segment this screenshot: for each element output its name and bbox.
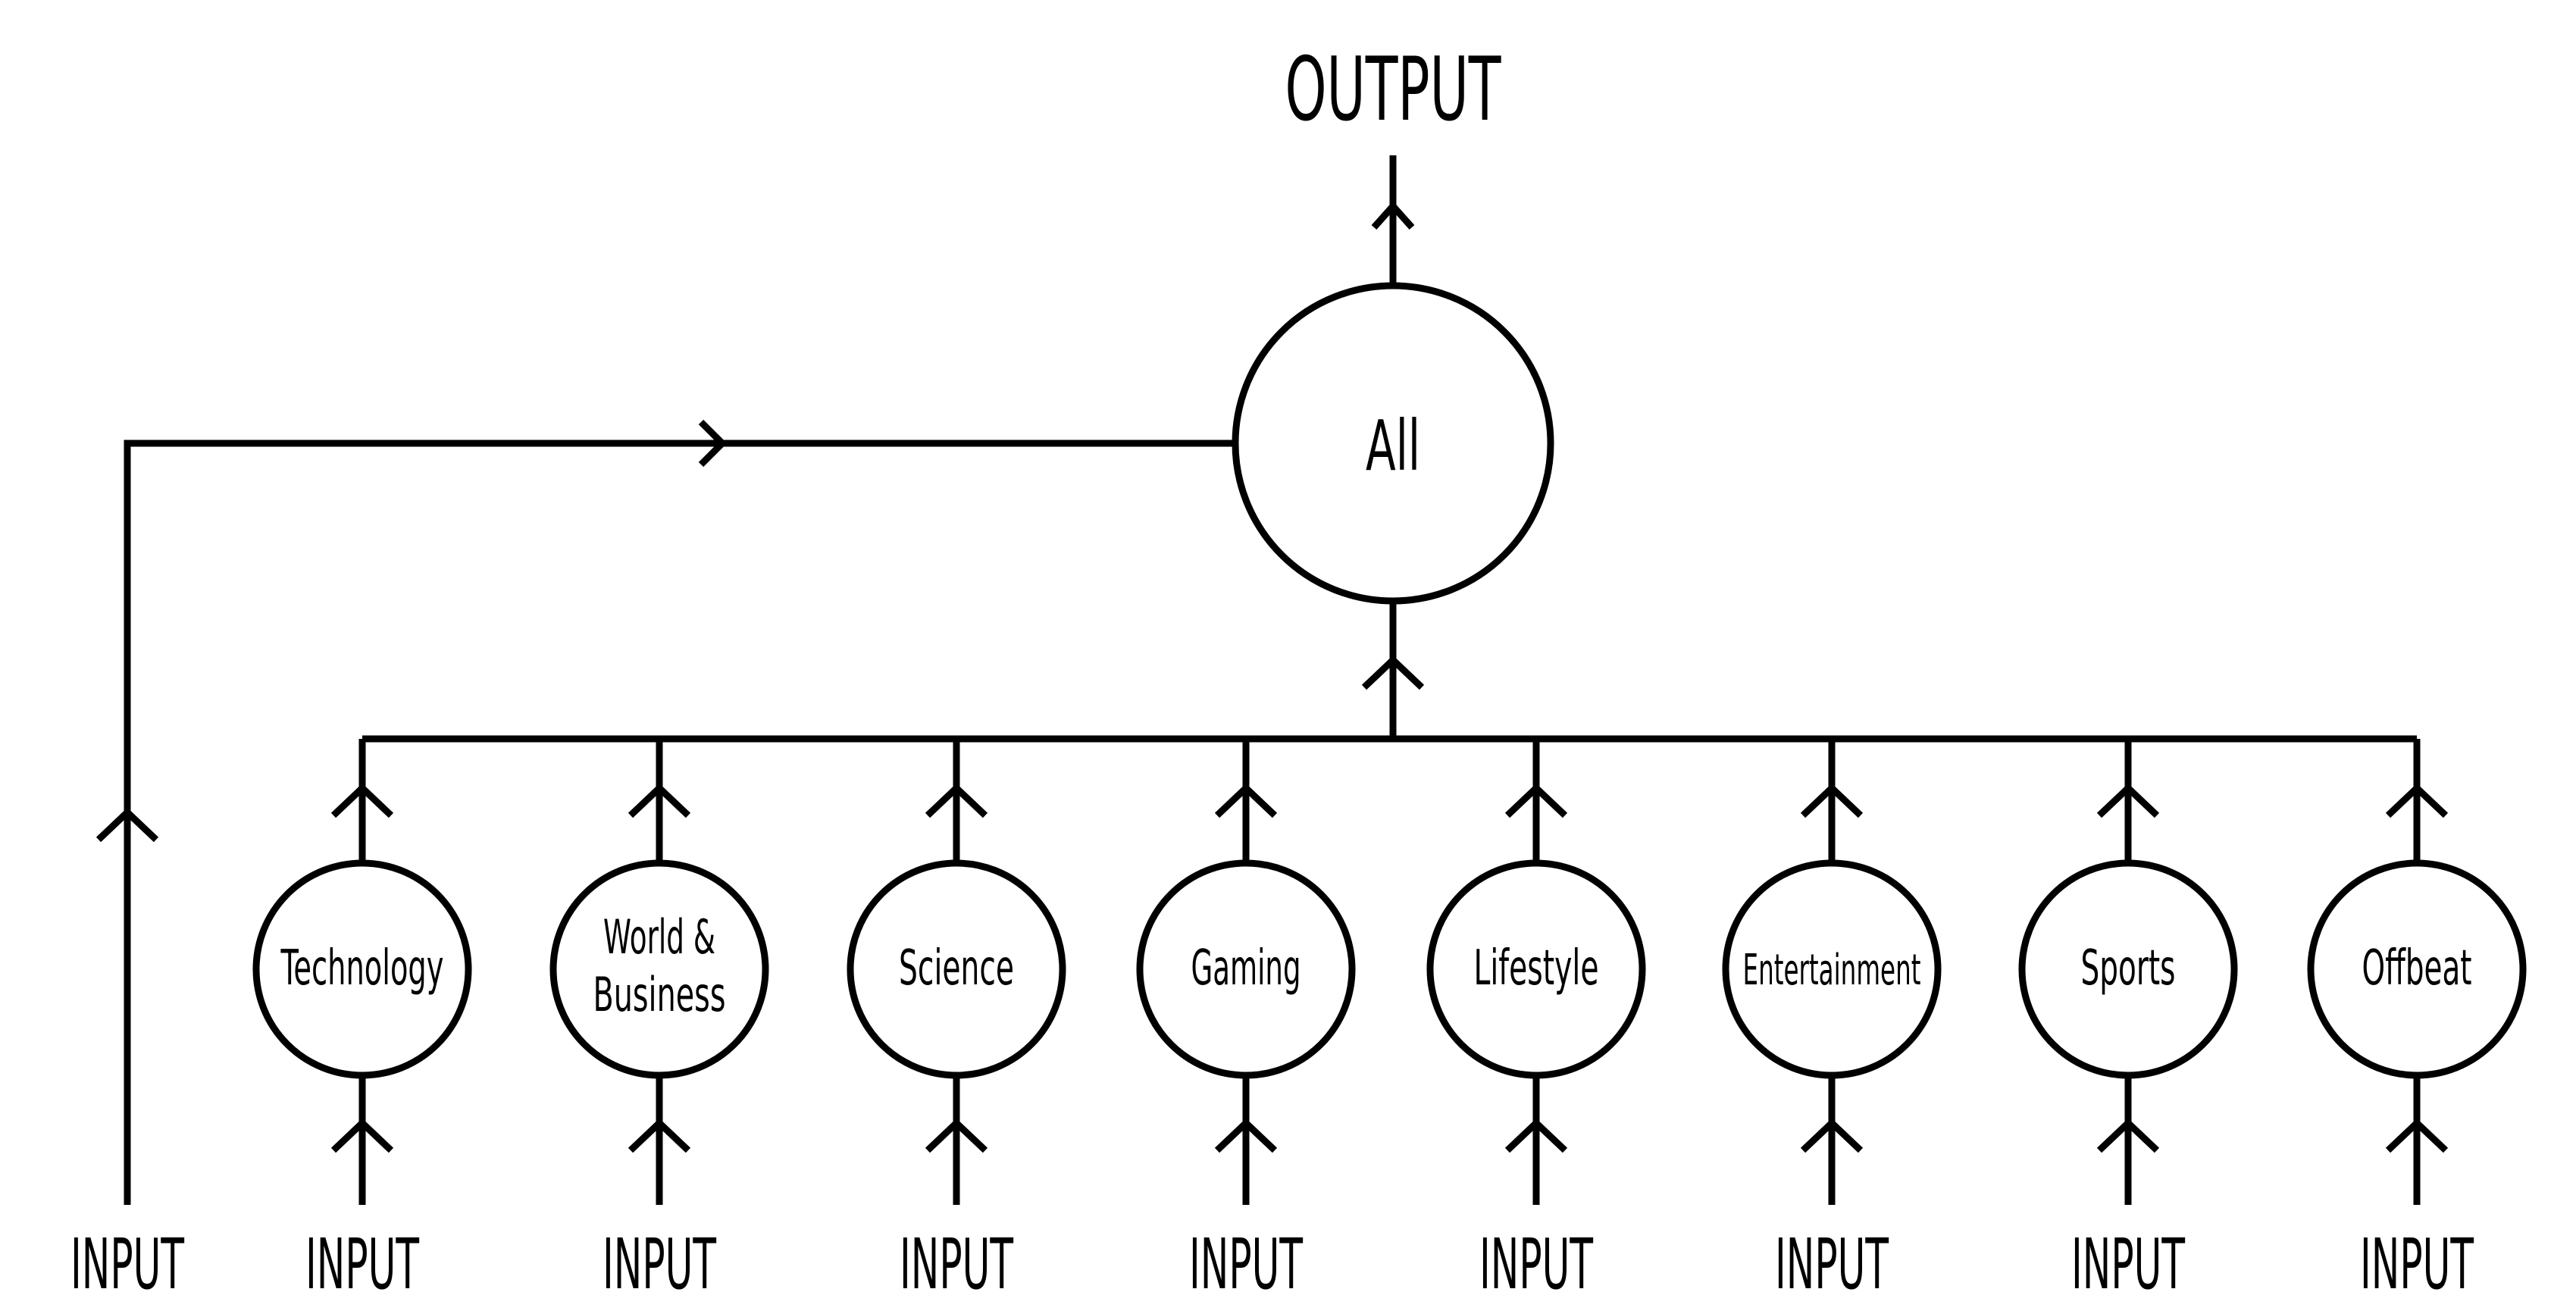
category-up-arrow-icon [2096, 783, 2160, 818]
category-node-label: Science [899, 940, 1014, 996]
category-node-technology [252, 859, 472, 1079]
output-label: OUTPUT [1285, 39, 1502, 141]
root-node-label: All [1366, 405, 1420, 486]
category-input-label: INPUT [900, 1224, 1013, 1305]
output-arrow-icon [1371, 201, 1415, 230]
category-input-label: INPUT [2360, 1224, 2474, 1305]
category-node-offbeat [2307, 859, 2527, 1079]
category-input-label: INPUT [305, 1224, 419, 1305]
bypass-connector [124, 440, 1235, 1205]
category-node-label: Entertainment [1743, 946, 1921, 995]
category-node-world-business [549, 859, 769, 1079]
category-up-arrow-icon [628, 783, 691, 818]
category-up-arrow-icon [1800, 783, 1864, 818]
input-up-arrow-icon [1800, 1118, 1864, 1153]
category-node-label: Sports [2081, 940, 2176, 996]
category-input-label: INPUT [603, 1224, 716, 1305]
category-up-arrow-icon [1214, 783, 1278, 818]
category-input-label: INPUT [1775, 1224, 1889, 1305]
bypass-forward-arrow-icon [698, 419, 728, 468]
input-up-arrow-icon [2385, 1118, 2449, 1153]
input-up-arrow-icon [1214, 1118, 1278, 1153]
category-node-lifestyle [1426, 859, 1646, 1079]
category-node-label: Lifestyle [1474, 940, 1599, 996]
category-node-label: World & [603, 909, 715, 965]
input-up-arrow-icon [1504, 1118, 1568, 1153]
root-up-arrow-icon [1361, 655, 1425, 690]
input-up-arrow-icon [330, 1118, 394, 1153]
category-up-arrow-icon [330, 783, 394, 818]
input-up-arrow-icon [628, 1118, 691, 1153]
input-up-arrow-icon [925, 1118, 988, 1153]
category-node-label: Business [593, 967, 726, 1022]
category-node-gaming [1136, 859, 1356, 1079]
category-node-label: Gaming [1191, 940, 1301, 996]
category-node-entertainment [1722, 859, 1942, 1079]
category-up-arrow-icon [1504, 783, 1568, 818]
category-node-science [847, 859, 1066, 1079]
input-up-arrow-icon [2096, 1118, 2160, 1153]
category-up-arrow-icon [925, 783, 988, 818]
category-node-label: Offbeat [2362, 940, 2472, 996]
category-input-label: INPUT [2071, 1224, 2185, 1305]
category-node-sports [2018, 859, 2238, 1079]
category-node-label: Technology [280, 940, 444, 996]
category-input-label: INPUT [1189, 1224, 1303, 1305]
category-up-arrow-icon [2385, 783, 2449, 818]
category-input-label: INPUT [1479, 1224, 1593, 1305]
bypass-input-label: INPUT [70, 1224, 184, 1305]
bypass-up-arrow-icon [95, 807, 159, 843]
